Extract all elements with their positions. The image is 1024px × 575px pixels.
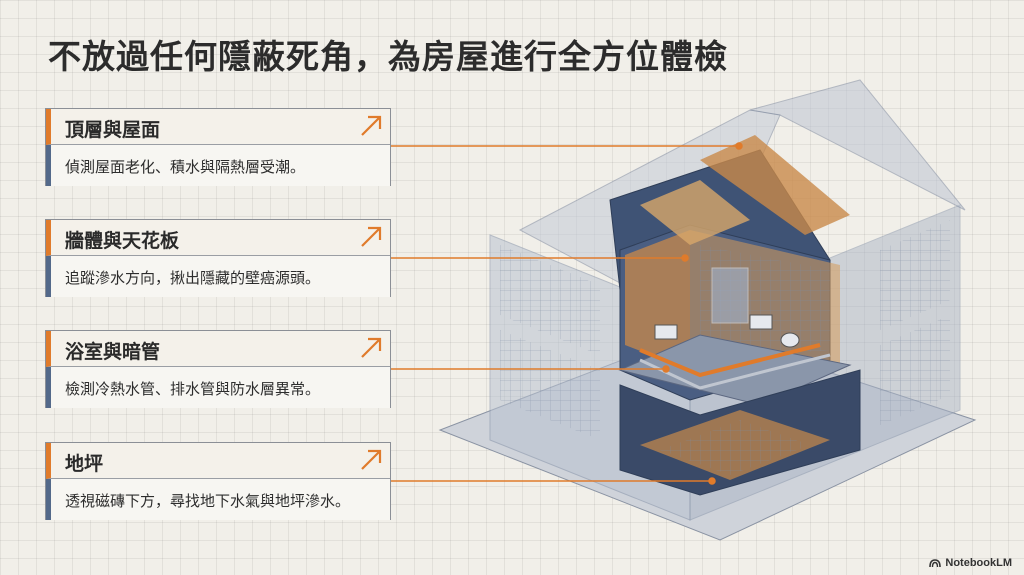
card-body: 透視磁磚下方，尋找地下水氣與地坪滲水。 bbox=[46, 479, 390, 520]
arrow-up-right-icon bbox=[361, 226, 382, 247]
arrow-up-right-icon bbox=[361, 449, 382, 470]
card-header: 浴室與暗管 bbox=[46, 331, 390, 367]
card-title: 牆體與天花板 bbox=[65, 230, 180, 252]
arrow-up-right-icon bbox=[361, 115, 382, 136]
card-description: 偵測屋面老化、積水與隔熱層受潮。 bbox=[65, 158, 306, 176]
card-title: 頂層與屋面 bbox=[65, 119, 161, 141]
page-title: 不放過任何隱蔽死角，為房屋進行全方位體檢 bbox=[48, 37, 728, 76]
card-walls-ceiling: 牆體與天花板 追蹤滲水方向，揪出隱藏的壁癌源頭。 bbox=[45, 219, 391, 297]
card-header: 頂層與屋面 bbox=[46, 109, 390, 145]
card-description: 透視磁磚下方，尋找地下水氣與地坪滲水。 bbox=[65, 492, 351, 510]
card-title: 浴室與暗管 bbox=[65, 341, 161, 363]
card-roof: 頂層與屋面 偵測屋面老化、積水與隔熱層受潮。 bbox=[45, 108, 391, 186]
brand-watermark: NotebookLM bbox=[929, 557, 1012, 569]
brand-name: NotebookLM bbox=[945, 557, 1012, 569]
card-header: 地坪 bbox=[46, 443, 390, 479]
card-title: 地坪 bbox=[65, 453, 104, 475]
card-description: 追蹤滲水方向，揪出隱藏的壁癌源頭。 bbox=[65, 269, 321, 287]
card-body: 追蹤滲水方向，揪出隱藏的壁癌源頭。 bbox=[46, 256, 390, 297]
card-description: 檢測冷熱水管、排水管與防水層異常。 bbox=[65, 380, 321, 398]
notebooklm-logo-icon bbox=[929, 559, 942, 568]
card-body: 檢測冷熱水管、排水管與防水層異常。 bbox=[46, 367, 390, 408]
card-bathroom-pipes: 浴室與暗管 檢測冷熱水管、排水管與防水層異常。 bbox=[45, 330, 391, 408]
card-body: 偵測屋面老化、積水與隔熱層受潮。 bbox=[46, 145, 390, 186]
arrow-up-right-icon bbox=[361, 337, 382, 358]
card-floor: 地坪 透視磁磚下方，尋找地下水氣與地坪滲水。 bbox=[45, 442, 391, 520]
card-header: 牆體與天花板 bbox=[46, 220, 390, 256]
